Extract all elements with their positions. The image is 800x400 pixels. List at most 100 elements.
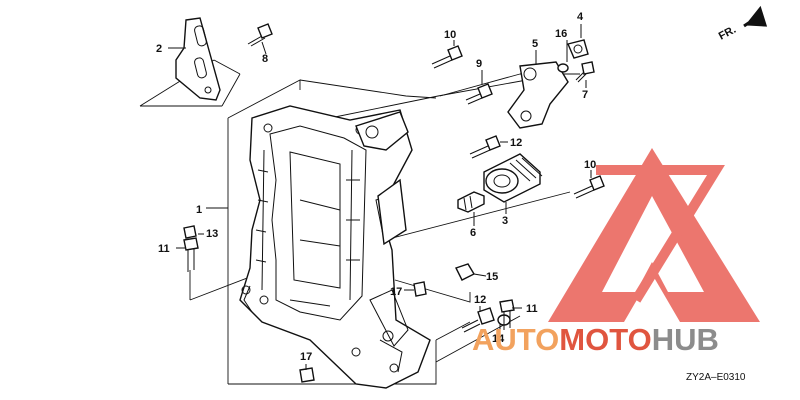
leader-lines	[168, 24, 592, 370]
bolt-9	[465, 83, 493, 105]
bracket	[175, 17, 221, 101]
callout-10-top: 10	[444, 29, 456, 41]
bolt-9-shank	[465, 93, 483, 105]
callout-15: 15	[486, 271, 498, 283]
dowel-17-right	[413, 281, 427, 297]
bolt-hole-6	[351, 347, 361, 357]
filter-face	[485, 168, 519, 194]
bolt-10-top-head	[447, 45, 463, 61]
bolt-10-top-shank	[431, 55, 453, 69]
callout-1: 1	[196, 204, 202, 216]
bracket-plate	[175, 17, 221, 101]
callout-17-right: 17	[390, 286, 402, 298]
bolt-13	[183, 225, 197, 239]
bolt-11-left	[183, 237, 199, 272]
cap-body	[567, 39, 589, 59]
bolt-10-right	[573, 175, 605, 199]
dowel-17-left	[299, 367, 315, 383]
oil-filter	[483, 153, 543, 203]
watermark-moto: MOTO	[559, 322, 651, 357]
callout-8: 8	[262, 53, 268, 65]
case-outer-frame	[239, 105, 431, 389]
bolt-8	[247, 23, 273, 47]
callout-14: 14	[492, 333, 505, 345]
bolt-12-lower-shank	[461, 319, 481, 333]
bracket-slot-upper	[194, 25, 207, 47]
bolt-11-right-head	[499, 299, 515, 313]
bracket-hole	[204, 86, 212, 94]
front-direction-indicator: FR.	[717, 5, 768, 43]
callout-16: 16	[555, 28, 567, 40]
callout-3: 3	[502, 215, 508, 227]
bolt-10-right-shank	[573, 185, 595, 199]
bolt-12-lower-head	[477, 307, 495, 325]
bolt-10-top	[431, 45, 463, 69]
bolt-11-right	[499, 299, 515, 330]
bolt-hole-7	[241, 285, 251, 295]
callout-12-upper: 12	[510, 137, 522, 149]
fitting-thread	[463, 195, 473, 211]
watermark-text-group: AUTOMOTOHUB	[472, 322, 719, 357]
thermostat-cover	[507, 61, 569, 129]
callout-11-left: 11	[158, 243, 170, 255]
bolt-hole-3	[259, 295, 269, 305]
callout-6: 6	[470, 227, 476, 239]
seal-ring	[557, 63, 569, 73]
bolt-9-head	[477, 83, 493, 99]
bolt-7-head	[581, 61, 595, 75]
cap-4	[567, 39, 589, 59]
callout-12-lower: 12	[474, 294, 486, 306]
case-tube	[377, 178, 407, 246]
figure-code: ZY2A–E0310	[686, 372, 746, 383]
watermark-triangle	[548, 148, 760, 322]
watermark-logo	[548, 148, 760, 322]
watermark-auto: AUTO	[472, 322, 559, 357]
direction-arrow-icon	[743, 5, 768, 28]
filter-center	[493, 174, 511, 188]
dowel-17-left-body	[299, 367, 315, 383]
bolt-12-upper	[469, 135, 501, 159]
bolt-10-right-head	[589, 175, 605, 191]
fitting-6	[457, 191, 485, 213]
callout-10-right: 10	[584, 159, 596, 171]
cover-body	[507, 61, 569, 129]
nut-15	[455, 263, 475, 281]
direction-label: FR.	[717, 24, 738, 43]
bracket-slot-lower	[194, 57, 207, 79]
bolt-hole-1	[263, 123, 273, 133]
callout-7: 7	[582, 89, 588, 101]
case-inner-frame	[269, 125, 367, 321]
bolt-12-lower	[461, 307, 495, 333]
bolt-12-upper-head	[485, 135, 501, 151]
bolt-11-right-shank	[503, 310, 511, 330]
bolt-hole-4	[389, 363, 399, 373]
bolt-13-head	[183, 225, 197, 239]
upper-mount-hole	[365, 125, 379, 139]
callout-4: 4	[577, 11, 584, 23]
callout-13: 13	[206, 228, 218, 240]
callout-11-right: 11	[526, 303, 538, 315]
bolt-7	[575, 61, 595, 83]
filter-ribs	[509, 157, 543, 182]
bolt-hole-5	[382, 330, 394, 342]
bolt-8-shank	[247, 35, 266, 47]
bolt-7-shank	[575, 71, 587, 83]
callout-9: 9	[476, 58, 482, 70]
bolt-8-head	[257, 23, 273, 39]
dowel-17-right-body	[413, 281, 427, 297]
bolt-12-upper-shank	[469, 145, 491, 159]
callout-2: 2	[156, 43, 162, 55]
case-upper-mount	[355, 111, 409, 151]
watermark-hub: HUB	[652, 322, 719, 357]
bolt-11-left-head	[183, 237, 199, 251]
watermark-wordmark: AUTOMOTOHUB	[472, 322, 719, 357]
case-cavity	[289, 151, 341, 289]
watermark-inner-stroke	[596, 165, 725, 303]
nut-15-body	[455, 263, 475, 281]
callout-17-left: 17	[300, 351, 312, 363]
case-ribs	[255, 149, 360, 307]
cap-top	[573, 44, 583, 54]
seal-16	[557, 63, 569, 73]
callout-5: 5	[532, 38, 538, 50]
